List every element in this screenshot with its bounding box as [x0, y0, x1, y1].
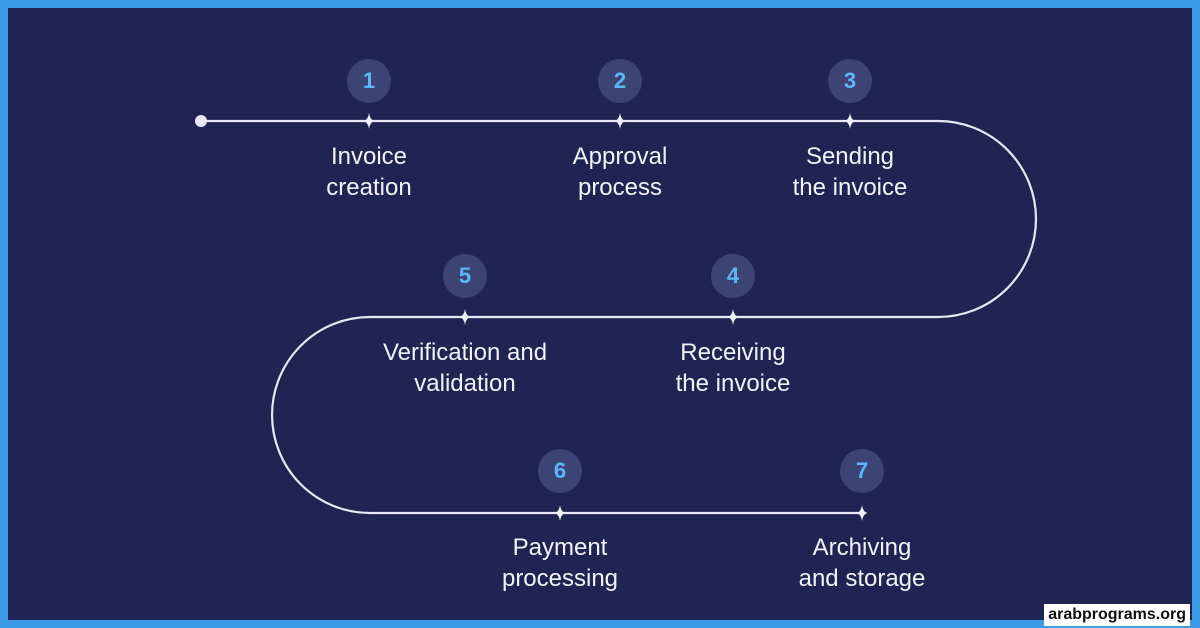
step-5-number: 5	[458, 263, 472, 288]
process-diagram: 1 Invoice creation 2 Approval process 3 …	[8, 8, 1192, 620]
step-5-line-2: validation	[414, 370, 516, 397]
step-1-marker	[363, 113, 375, 129]
step-7-badge: 7	[840, 449, 884, 493]
step-7-line-1: Archiving	[812, 534, 912, 561]
step-1-badge: 1	[347, 59, 391, 103]
step-1-number: 1	[362, 68, 376, 93]
watermark: arabprograms.org	[1044, 604, 1190, 626]
step-2-number: 2	[613, 68, 627, 93]
step-6-marker	[554, 505, 566, 521]
serpentine-line	[201, 119, 1038, 515]
start-dot	[195, 115, 207, 127]
step-4-number: 4	[726, 263, 740, 288]
step-5-badge: 5	[443, 254, 487, 298]
step-4-label: Receiving the invoice	[613, 337, 853, 399]
step-5-label: Verification and validation	[345, 337, 585, 399]
step-2-label: Approval process	[500, 141, 740, 203]
step-6-line-1: Payment	[512, 534, 608, 561]
timeline-path	[195, 113, 1038, 521]
step-5-marker	[459, 309, 471, 325]
step-7-line-2: and storage	[798, 565, 926, 592]
step-7-number: 7	[855, 458, 869, 483]
step-6-label: Payment processing	[440, 532, 680, 594]
step-4-badge: 4	[711, 254, 755, 298]
step-3-marker	[844, 113, 856, 129]
step-7-marker	[856, 505, 868, 521]
step-3-number: 3	[843, 68, 857, 93]
step-1-line-1: Invoice	[330, 143, 408, 170]
step-2-badge: 2	[598, 59, 642, 103]
step-7-label: Archiving and storage	[742, 532, 982, 594]
step-4-marker	[727, 309, 739, 325]
step-6-number: 6	[553, 458, 567, 483]
step-4-line-1: Receiving	[680, 339, 786, 366]
step-2-marker	[614, 113, 626, 129]
step-6-line-2: processing	[501, 565, 619, 592]
step-3-label: Sending the invoice	[730, 141, 970, 203]
step-6-badge: 6	[538, 449, 582, 493]
step-5-line-1: Verification and	[382, 339, 548, 366]
step-2-line-1: Approval	[572, 143, 668, 170]
step-3-badge: 3	[828, 59, 872, 103]
step-3-line-2: the invoice	[792, 174, 908, 201]
step-1-line-2: creation	[326, 174, 412, 201]
step-1-label: Invoice creation	[249, 141, 489, 203]
step-4-line-2: the invoice	[675, 370, 791, 397]
step-2-line-2: process	[577, 174, 663, 201]
step-3-line-1: Sending	[805, 143, 895, 170]
